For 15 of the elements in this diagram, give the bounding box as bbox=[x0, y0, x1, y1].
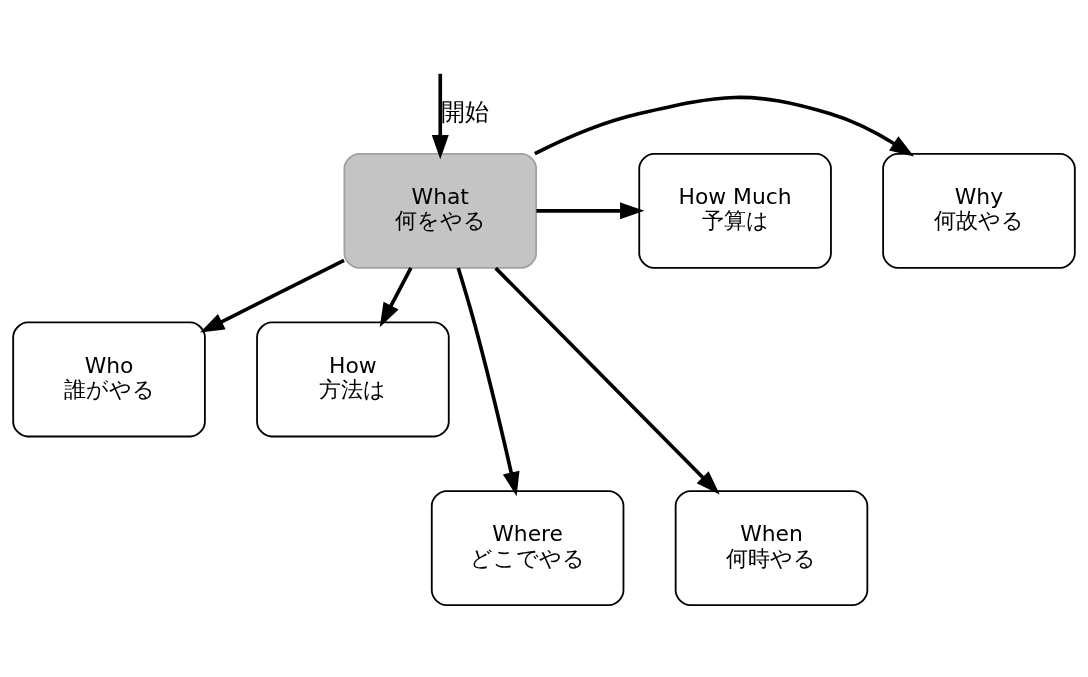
arrow bbox=[494, 266, 720, 495]
node-box: When 何時やる bbox=[674, 489, 869, 606]
node-box: Why 何故やる bbox=[882, 152, 1076, 269]
arrow bbox=[536, 201, 645, 219]
arrow bbox=[456, 266, 520, 496]
node-box: How Much 予算は bbox=[638, 152, 832, 269]
arrow bbox=[534, 95, 915, 157]
arrow bbox=[431, 73, 449, 159]
node-box: Who 誰がやる bbox=[12, 321, 206, 437]
node-box: Where どこでやる bbox=[430, 489, 625, 606]
node-box: What 何をやる bbox=[343, 152, 537, 269]
edge-label: 開始 bbox=[441, 96, 490, 126]
node-box: How 方法は bbox=[256, 321, 450, 437]
arrow bbox=[379, 266, 413, 327]
arrow bbox=[200, 258, 345, 333]
